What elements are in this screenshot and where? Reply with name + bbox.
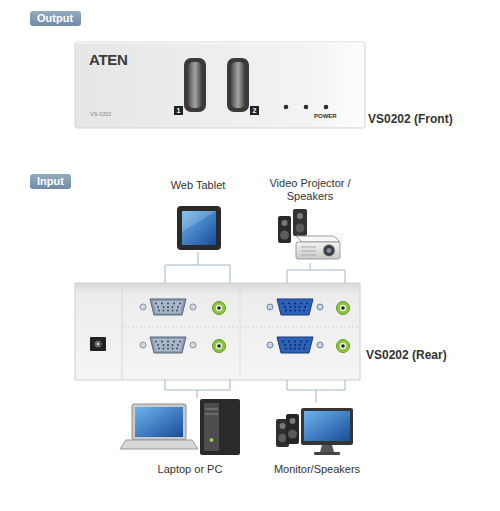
monitor-speakers-icon [286,414,299,444]
power-jack [95,341,102,348]
device-label: Video Projector / Speakers [258,177,362,203]
switch-button [227,58,249,112]
monitor-speakers-icon [288,430,297,439]
led-label: POWER [314,113,337,120]
led-indicator [284,105,329,110]
tablet-icon [177,206,221,250]
rear-panel-drawing [75,283,360,380]
laptop-icon [120,404,198,449]
projector-speakers-icon [278,209,340,259]
projector-speakers-icon [301,255,316,256]
vga-male-port [140,299,196,315]
section-tab: Input [30,174,71,189]
port-number: 2 [250,106,259,115]
device-group: Video Projector / Speakers [258,177,362,263]
projector-speakers-icon [293,209,307,236]
device-caption: VS0202 (Front) [368,112,453,126]
vga-female-port [267,337,323,353]
projector-speakers-icon [323,245,335,257]
audio-jack [337,340,350,353]
device-group: Monitor/Speakers [262,403,372,478]
device-label: Laptop or PC [115,463,265,476]
projector-speakers-icon [278,216,291,243]
laptop-icon [135,407,183,437]
projector-speakers-icon [280,231,289,240]
audio-jack [213,340,226,353]
pc-tower-icon [200,399,240,455]
pc-tower-icon [205,409,218,410]
panel-divider [240,288,241,375]
tablet-icon [177,206,221,250]
projector-speakers-icon [301,251,316,252]
monitor-speakers-icon [320,445,334,452]
projector-speakers-icon [296,236,340,242]
projector-speakers-icon [282,220,288,226]
panel-divider [124,327,358,328]
device-group: Laptop or PC [115,398,265,478]
pc-tower-icon [205,414,218,415]
power-jack [90,337,106,351]
vga-male-port [140,337,196,353]
device-label: Web Tablet [157,179,239,192]
pc-tower-icon [210,438,214,442]
bracket-connector [287,380,345,403]
projector-speakers-icon [296,242,340,259]
power-jack [97,343,99,345]
rear-panel: VS0202 (Rear) [75,283,360,380]
device-group: Web Tablet [157,179,239,252]
front-panel-body [75,42,365,128]
laptop-icon [132,404,186,440]
projector-speakers-icon [301,247,316,248]
monitor-speakers-icon [290,418,296,424]
front-panel-drawing [75,42,365,128]
vga-female-port [267,299,323,315]
tablet-icon [182,211,216,245]
led-indicator [304,105,309,110]
power-jack [90,337,106,351]
tab-label: Input [37,175,64,188]
bracket-connector [287,263,345,283]
switch-button [184,58,206,112]
front-panel: ATENVS-020212POWERVS0202 (Front) [75,42,365,128]
switch-button [227,58,249,112]
projector-speakers-icon [296,224,305,233]
led-indicator [284,105,289,110]
panel-highlight [76,43,364,44]
led-indicator [324,105,329,110]
switch-button [188,62,202,108]
pc-tower-icon [204,403,219,451]
port-number: 1 [174,106,183,115]
pc-tower-icon [200,399,240,455]
device-caption: VS0202 (Rear) [366,348,447,362]
model-text: VS-0202 [90,111,111,118]
bracket-connector [165,380,230,398]
section-tab: Output [30,11,81,26]
monitor-speakers-icon [301,408,353,445]
monitor-speakers-icon [276,408,353,455]
switch-button [184,58,206,112]
audio-jack [213,302,226,315]
tablet-icon [182,211,216,232]
switch-button [231,62,245,108]
monitor-speakers-icon [280,423,286,429]
monitor-speakers-icon [304,411,350,441]
bracket-connector [165,252,230,283]
laptop-icon [120,440,198,449]
panel-divider [122,284,123,379]
tab-label: Output [37,12,73,25]
monitor-speakers-icon [314,452,340,455]
projector-speakers-icon [327,248,332,253]
device-label: Monitor/Speakers [262,463,372,476]
brand-logo: ATEN [89,51,128,68]
monitor-speakers-icon [278,434,286,442]
rear-panel-body [75,283,360,380]
projector-speakers-icon [297,213,303,219]
audio-jack [337,302,350,315]
